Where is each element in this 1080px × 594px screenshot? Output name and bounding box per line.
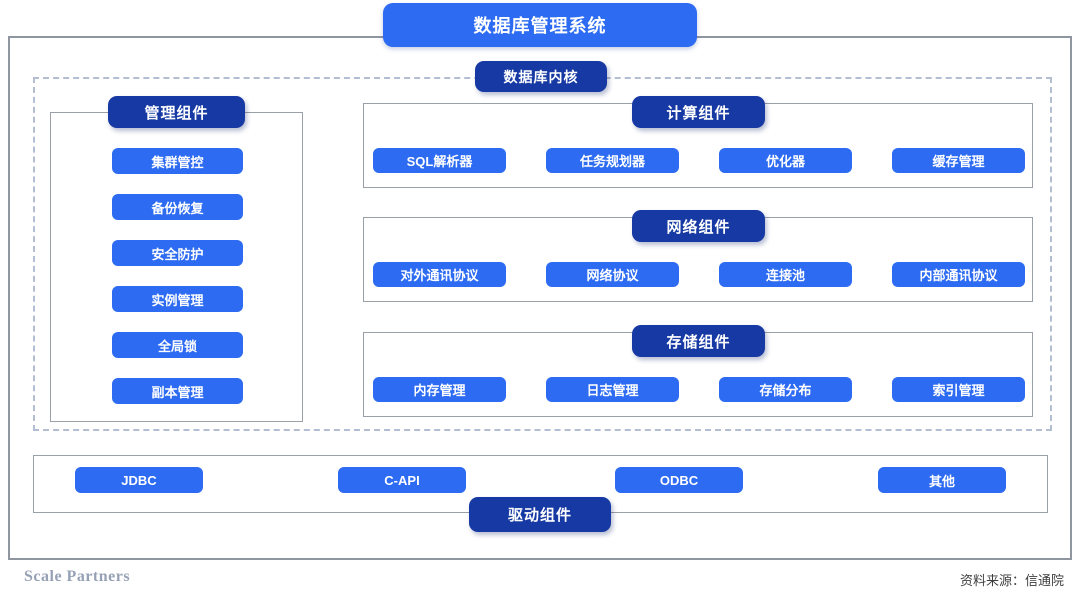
management-header: 管理组件 [108,96,245,128]
network-item-external-protocol: 对外通讯协议 [373,262,506,287]
driver-item-capi: C-API [338,467,466,493]
network-item-net-protocol: 网络协议 [546,262,679,287]
diagram-title: 数据库管理系统 [383,3,697,47]
compute-item-optimizer: 优化器 [719,148,852,173]
driver-item-other: 其他 [878,467,1006,493]
driver-item-jdbc: JDBC [75,467,203,493]
storage-item-memory: 内存管理 [373,377,506,402]
kernel-label: 数据库内核 [475,61,607,92]
compute-header: 计算组件 [632,96,765,128]
management-item-backup: 备份恢复 [112,194,243,220]
network-header: 网络组件 [632,210,765,242]
management-item-security: 安全防护 [112,240,243,266]
storage-header: 存储组件 [632,325,765,357]
management-item-cluster: 集群管控 [112,148,243,174]
management-item-replica: 副本管理 [112,378,243,404]
management-item-lock: 全局锁 [112,332,243,358]
compute-item-task-planner: 任务规划器 [546,148,679,173]
data-source-note: 资料来源：信通院 [959,573,1064,588]
network-item-internal-protocol: 内部通讯协议 [892,262,1025,287]
compute-item-sql-parser: SQL解析器 [373,148,506,173]
network-item-connection-pool: 连接池 [719,262,852,287]
storage-item-index: 索引管理 [892,377,1025,402]
management-item-instance: 实例管理 [112,286,243,312]
storage-item-distribution: 存储分布 [719,377,852,402]
compute-item-cache: 缓存管理 [892,148,1025,173]
driver-header: 驱动组件 [469,497,611,532]
storage-item-log: 日志管理 [546,377,679,402]
driver-item-odbc: ODBC [615,467,743,493]
brand-logo-text: Scale Partners [24,568,131,585]
